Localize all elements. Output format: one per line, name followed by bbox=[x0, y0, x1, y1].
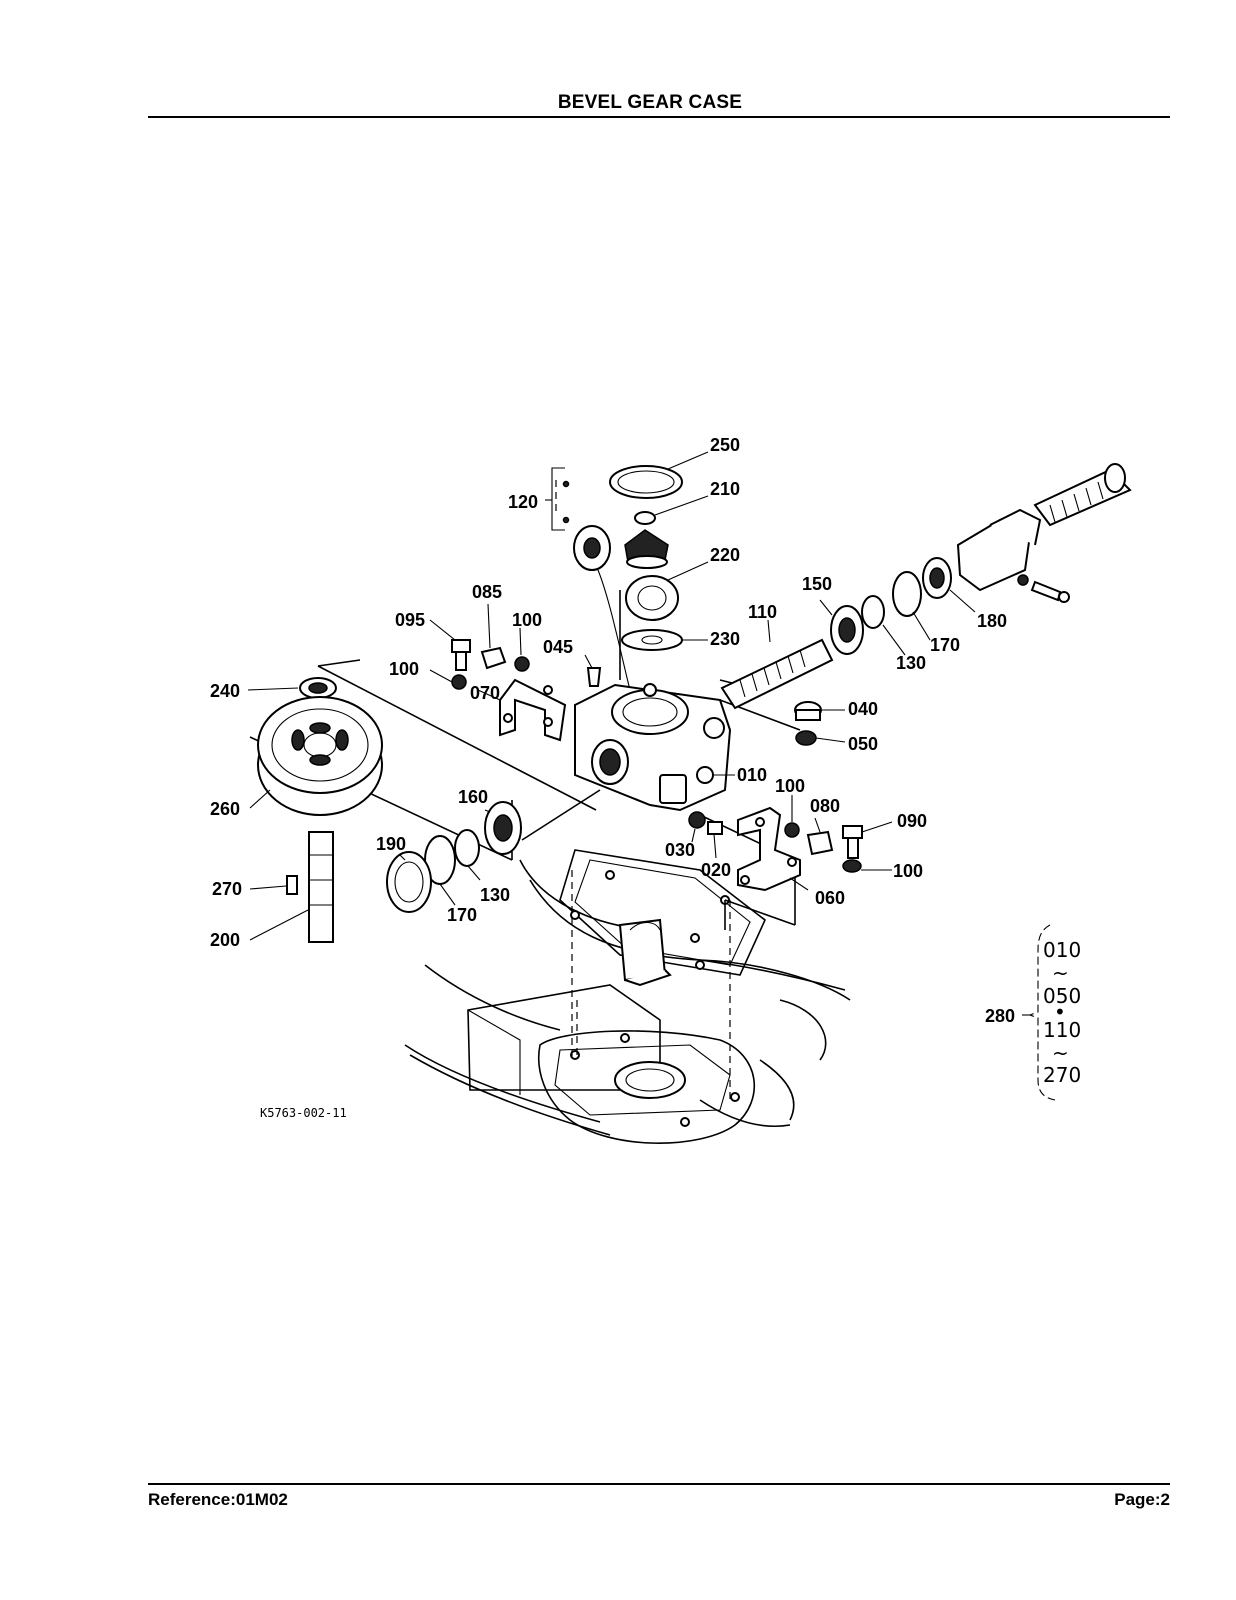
page-title: BEVEL GEAR CASE bbox=[557, 92, 743, 113]
label-040: 040 bbox=[848, 699, 878, 719]
range-from-2: 110 bbox=[1043, 1018, 1081, 1042]
header-rule bbox=[148, 116, 1170, 118]
range-tilde-1: ~ bbox=[1052, 961, 1069, 985]
label-230: 230 bbox=[710, 629, 740, 649]
label-030: 030 bbox=[665, 840, 695, 860]
range-to-2: 270 bbox=[1043, 1063, 1081, 1087]
label-150: 150 bbox=[802, 574, 832, 594]
label-085: 085 bbox=[472, 582, 502, 602]
label-170-b: 170 bbox=[447, 905, 477, 925]
drive-shaft-ujoint bbox=[956, 463, 1132, 603]
drawing-number: K5763-002-11 bbox=[260, 1106, 347, 1120]
label-240: 240 bbox=[210, 681, 240, 701]
label-130-a: 130 bbox=[896, 653, 926, 673]
footer-rule bbox=[148, 1483, 1170, 1485]
label-120: 120 bbox=[508, 492, 538, 512]
label-180: 180 bbox=[977, 611, 1007, 631]
label-270: 270 bbox=[212, 879, 242, 899]
bracket-120 bbox=[545, 467, 570, 531]
label-100-c: 100 bbox=[775, 776, 805, 796]
label-100-a: 100 bbox=[512, 610, 542, 630]
footer-page-number: Page:2 bbox=[1114, 1490, 1170, 1509]
label-220: 220 bbox=[710, 545, 740, 565]
label-100-b: 100 bbox=[389, 659, 419, 679]
label-045: 045 bbox=[543, 637, 573, 657]
assembly-range-list: 010 ~ 050 • 110 ~ 270 bbox=[1043, 938, 1081, 1087]
left-bearing-stack bbox=[386, 801, 522, 913]
range-tilde-2: ~ bbox=[1052, 1041, 1069, 1065]
range-to-1: 050 bbox=[1043, 984, 1081, 1008]
bevel-gear-group bbox=[573, 465, 683, 691]
label-020: 020 bbox=[701, 860, 731, 880]
label-160: 160 bbox=[458, 787, 488, 807]
label-060: 060 bbox=[815, 888, 845, 908]
gear-case bbox=[574, 683, 732, 812]
range-dot: • bbox=[1054, 1000, 1066, 1024]
label-050: 050 bbox=[848, 734, 878, 754]
label-170-a: 170 bbox=[930, 635, 960, 655]
hardware bbox=[451, 639, 863, 873]
label-260: 260 bbox=[210, 799, 240, 819]
footer-reference: Reference:01M02 bbox=[148, 1490, 288, 1509]
label-095: 095 bbox=[395, 610, 425, 630]
label-100-d: 100 bbox=[893, 861, 923, 881]
label-090: 090 bbox=[897, 811, 927, 831]
label-280: 280 bbox=[985, 1006, 1015, 1026]
bracket-070 bbox=[499, 678, 567, 742]
part-number-labels: 250 210 120 220 150 110 180 085 095 100 … bbox=[210, 435, 1015, 1026]
leader-lines bbox=[247, 451, 976, 941]
spindle-housing bbox=[467, 984, 756, 1144]
range-from-1: 010 bbox=[1043, 938, 1081, 962]
label-110: 110 bbox=[748, 602, 777, 622]
alignment-lines bbox=[555, 480, 731, 1100]
bracket-280 bbox=[1022, 924, 1056, 1101]
pulley-assembly bbox=[257, 677, 383, 943]
label-080: 080 bbox=[810, 796, 840, 816]
label-190: 190 bbox=[376, 834, 406, 854]
label-010: 010 bbox=[737, 765, 767, 785]
label-130-b: 130 bbox=[480, 885, 510, 905]
label-200: 200 bbox=[210, 930, 240, 950]
label-070: 070 bbox=[470, 683, 500, 703]
input-shaft bbox=[720, 557, 952, 710]
bracket-060 bbox=[737, 806, 801, 892]
label-210: 210 bbox=[710, 479, 740, 499]
label-250: 250 bbox=[710, 435, 740, 455]
